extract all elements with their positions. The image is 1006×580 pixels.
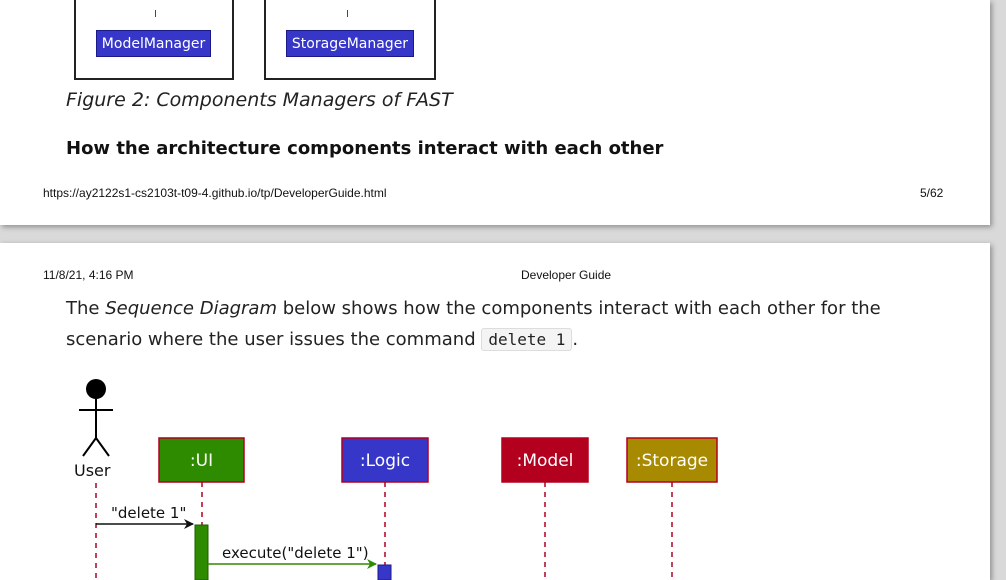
footer-page-number: 5/62 xyxy=(920,186,944,200)
pdf-page-5: ModelManager StorageManager Figure 2: Co… xyxy=(0,0,990,225)
intro-text: below shows how the components interact … xyxy=(66,298,881,350)
model-manager-label: ModelManager xyxy=(96,30,211,57)
user-actor-icon xyxy=(79,379,113,457)
storage-component-box xyxy=(264,0,436,80)
header-title: Developer Guide xyxy=(521,268,612,282)
participant-label: :Storage xyxy=(636,451,708,471)
intro-emphasis: Sequence Diagram xyxy=(105,298,277,319)
figure-caption: Figure 2: Components Managers of FAST xyxy=(66,89,453,111)
message-label: "delete 1" xyxy=(111,504,186,522)
dependency-line xyxy=(155,10,156,17)
participant-logic: :Logic xyxy=(341,437,429,483)
message-label: execute("delete 1") xyxy=(222,544,369,562)
pdf-page-6: 11/8/21, 4:16 PM Developer Guide The Seq… xyxy=(0,243,990,580)
participant-label: :Logic xyxy=(360,451,410,471)
inline-code: delete 1 xyxy=(481,328,573,351)
dependency-line xyxy=(347,10,348,17)
storage-manager-label: StorageManager xyxy=(286,30,414,57)
participant-ui: :UI xyxy=(158,437,245,483)
user-label: User xyxy=(74,461,111,480)
intro-text: The xyxy=(66,298,106,319)
intro-paragraph: The Sequence Diagram below shows how the… xyxy=(66,293,926,355)
intro-text: . xyxy=(572,329,579,350)
logic-component-box xyxy=(74,0,234,80)
sequence-diagram: User :UI :Logic :Model :Storage "delete … xyxy=(74,379,718,580)
ui-activation-bar xyxy=(194,524,209,580)
section-heading: How the architecture components interact… xyxy=(66,138,664,159)
footer-url: https://ay2122s1-cs2103t-t09-4.github.io… xyxy=(43,186,387,200)
header-datetime: 11/8/21, 4:16 PM xyxy=(43,268,134,282)
participant-label: :Model xyxy=(517,451,574,471)
participant-model: :Model xyxy=(501,437,589,483)
participant-label: :UI xyxy=(190,451,213,471)
participant-storage: :Storage xyxy=(626,437,718,483)
logic-activation-bar xyxy=(377,564,392,580)
